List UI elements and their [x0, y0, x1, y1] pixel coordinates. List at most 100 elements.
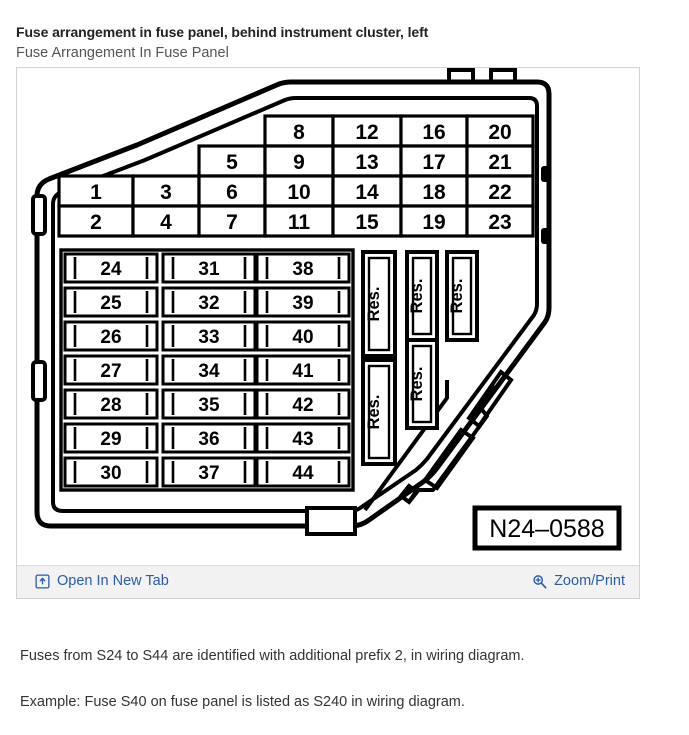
zoom-print-label: Zoom/Print — [554, 573, 625, 589]
right-mounting-notch-lower — [541, 228, 551, 244]
fuse-slot-contacts — [171, 257, 247, 483]
fuse-slot — [255, 320, 351, 352]
fuse-cell-label: 19 — [422, 211, 445, 234]
fuse-cell-label: 11 — [288, 211, 311, 234]
fuse-cell — [465, 144, 535, 178]
fuse-cell-label: 8 — [293, 121, 305, 144]
fuse-slot — [63, 286, 159, 318]
fuse-cell-label: 23 — [488, 211, 511, 234]
housing-clip-slot-2 — [466, 369, 514, 429]
magnifier-plus-icon — [532, 574, 547, 589]
open-in-new-tab-label: Open In New Tab — [57, 573, 169, 589]
fuse-cell-label: 4 — [160, 211, 172, 234]
fuse-slot-label: 34 — [198, 361, 220, 382]
fuse-slot-label: 30 — [100, 463, 121, 484]
fuse-cell-label: 22 — [488, 181, 511, 204]
fuse-slot-label: 40 — [292, 327, 313, 348]
fuse-slot — [161, 252, 257, 284]
fuse-slot-label: 32 — [198, 293, 219, 314]
fuse-slot-label: 27 — [100, 361, 121, 382]
fuse-grid-column-7 — [465, 114, 535, 238]
fuse-slot — [255, 388, 351, 420]
left-mounting-tab-lower — [31, 360, 47, 402]
fuse-cell-label: 16 — [422, 121, 445, 144]
fuse-slot-label: 38 — [292, 259, 313, 280]
fuse-slot-label: 33 — [198, 327, 219, 348]
fuse-slot-label: 25 — [100, 293, 122, 314]
fuse-slot-label: 39 — [292, 293, 313, 314]
fuse-cell — [399, 204, 469, 238]
fuse-slot — [255, 286, 351, 318]
bottom-housing-notch — [305, 506, 357, 536]
fuse-slot-label: 28 — [100, 395, 121, 416]
fuse-slot-label: 44 — [292, 463, 314, 484]
figure-container: 1 2 3 4 5 6 7 — [16, 67, 640, 599]
fuse-slot-label: 29 — [100, 429, 121, 450]
fuse-grid-column-6 — [399, 114, 469, 238]
housing-diagonal-rail-1 — [363, 380, 449, 512]
fuse-grid-column-1 — [57, 174, 135, 238]
fuse-grid-column-5 — [331, 114, 403, 238]
fuse-cell — [263, 204, 335, 238]
fuse-cell-label: 14 — [355, 181, 379, 204]
relay-slot-label: Res. — [365, 287, 383, 322]
lower-fuse-block-frame — [59, 248, 355, 492]
fuse-cell — [57, 174, 135, 208]
fuse-cell-label: 17 — [422, 151, 445, 174]
relay-slot-label: Res. — [408, 279, 426, 314]
fuse-slot-column-2: 31 32 33 34 35 36 37 — [161, 252, 257, 488]
page-subtitle: Fuse Arrangement In Fuse Panel — [16, 45, 229, 61]
fuse-cell-label: 15 — [355, 211, 379, 234]
relay-slot-label: Res. — [448, 279, 466, 314]
page-title: Fuse arrangement in fuse panel, behind i… — [16, 24, 429, 40]
fuse-slot — [255, 456, 351, 488]
fuse-cell-label: 1 — [90, 181, 102, 204]
fuse-slot-column-1: 24 25 26 27 28 29 30 — [63, 252, 159, 488]
note-prefix: Fuses from S24 to S44 are identified wit… — [20, 648, 525, 664]
fuse-slot — [161, 422, 257, 454]
relay-slot-res-a: Res. — [361, 250, 397, 358]
right-mounting-notch-upper — [541, 166, 551, 182]
fuse-cell-label: 21 — [488, 151, 512, 174]
fuse-slot-column-3: 38 39 40 41 42 43 44 — [255, 252, 351, 488]
fuse-slot — [161, 286, 257, 318]
fuse-cell-label: 6 — [226, 181, 238, 204]
zoom-print-link[interactable]: Zoom/Print — [532, 573, 625, 589]
fuse-slot — [63, 388, 159, 420]
fuse-slot-label: 41 — [292, 361, 314, 382]
fuse-slot — [63, 354, 159, 386]
fuse-slot — [161, 456, 257, 488]
fuse-cell — [465, 204, 535, 238]
left-mounting-tab-upper — [31, 194, 47, 236]
reference-number-box: N24–0588 — [472, 505, 622, 551]
fuse-cell — [331, 174, 403, 208]
fuse-slot — [255, 354, 351, 386]
fuse-cell-label: 13 — [355, 151, 378, 174]
fuse-cell-label: 2 — [90, 211, 102, 234]
fuse-slot-contacts — [265, 257, 341, 483]
fuse-slot-contacts — [73, 257, 149, 483]
fuse-slot — [161, 320, 257, 352]
relay-slot-res-c: Res. — [405, 250, 439, 342]
fuse-slot-label: 42 — [292, 395, 313, 416]
fuse-slot-label: 36 — [198, 429, 219, 450]
fuse-slot-label: 31 — [198, 259, 220, 280]
relay-slot-res-b: Res. — [361, 358, 397, 466]
fuse-panel-diagram: 1 2 3 4 5 6 7 — [17, 68, 639, 564]
relay-slot-label: Res. — [408, 367, 426, 402]
fuse-cell-label: 18 — [422, 181, 446, 204]
fuse-slot — [63, 252, 159, 284]
open-in-new-tab-link[interactable]: Open In New Tab — [35, 573, 169, 589]
fuse-slot-label: 35 — [198, 395, 220, 416]
relay-slot-res-d: Res. — [405, 338, 439, 430]
housing-clip-slot-3 — [398, 483, 420, 505]
fuse-slot — [63, 456, 159, 488]
fuse-slot-label: 43 — [292, 429, 313, 450]
fuse-slot — [255, 422, 351, 454]
fuse-cell — [263, 114, 335, 148]
fuse-slot-label: 37 — [198, 463, 219, 484]
fuse-cell-label: 5 — [226, 151, 238, 174]
fuse-slot — [161, 354, 257, 386]
housing-clip-slot-1 — [422, 427, 476, 491]
